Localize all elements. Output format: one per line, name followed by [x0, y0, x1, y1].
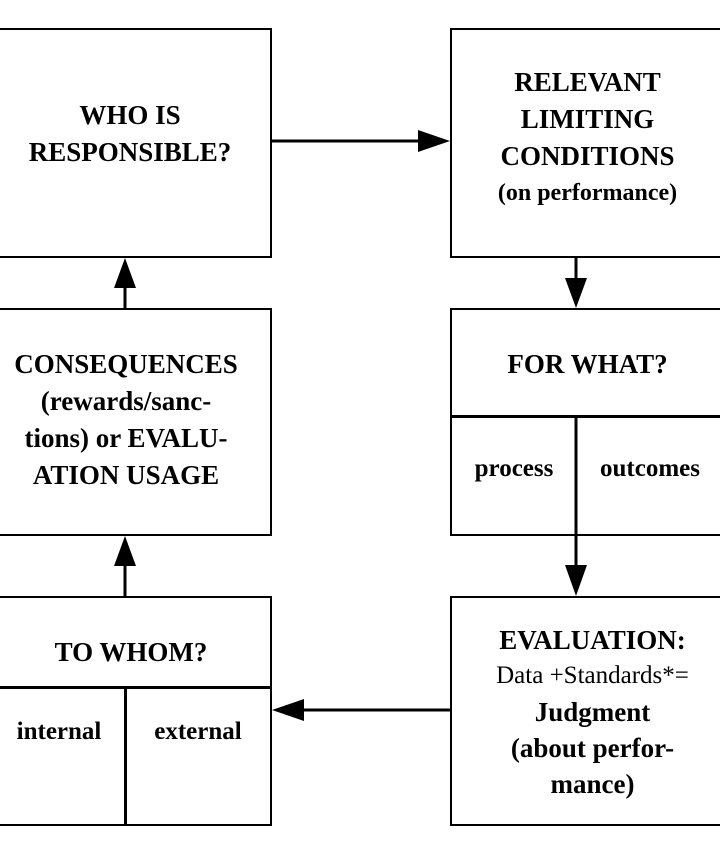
arrowhead-forwhat-to-evaluation: [565, 565, 587, 596]
arrowhead-consequences-to-who: [114, 258, 136, 288]
evaluation-box: [450, 596, 720, 826]
evaluation-label: EVALUATION: Data +Standards*= Judgment (…: [460, 622, 720, 802]
to-whom-divider-horizontal: [0, 686, 272, 689]
who-is-responsible-label: WHO IS RESPONSIBLE?: [0, 97, 260, 171]
consequences-label: CONSEQUENCES (rewards/sanc- tions) or EV…: [0, 346, 272, 494]
arrowhead-limiting-to-forwhat: [565, 278, 587, 308]
to-whom-internal: internal: [16, 718, 102, 745]
who-line-1: WHO IS: [79, 100, 181, 130]
limiting-conditions-box: [450, 28, 720, 258]
evaluation-line-2: Data +Standards*=: [496, 662, 689, 689]
limiting-conditions-label: RELEVANT LIMITING CONDITIONS (on perform…: [455, 64, 720, 212]
evaluation-line-5: mance): [550, 769, 635, 799]
to-whom-divider-vertical: [124, 686, 127, 826]
limiting-line-4: (on performance): [497, 180, 678, 206]
for-what-title: FOR WHAT?: [507, 349, 668, 379]
consequences-line-4: ATION USAGE: [32, 460, 220, 490]
who-line-2: RESPONSIBLE?: [28, 137, 232, 167]
who-is-responsible-box: [0, 28, 272, 258]
for-what-process: process: [474, 455, 554, 482]
to-whom-title: TO WHOM?: [54, 637, 208, 667]
consequences-line-1: CONSEQUENCES: [14, 349, 238, 379]
for-what-outcomes: outcomes: [600, 455, 700, 482]
limiting-line-1: RELEVANT: [514, 67, 661, 97]
limiting-line-2: LIMITING: [520, 104, 655, 134]
limiting-line-3: CONDITIONS: [500, 141, 675, 171]
consequences-box: [0, 308, 272, 536]
evaluation-line-4: (about perfor-: [510, 733, 675, 763]
to-whom-box: [0, 596, 272, 826]
arrowhead-towhom-to-consequences: [114, 536, 136, 566]
to-whom-external: external: [154, 718, 242, 745]
arrowhead-who-to-limiting: [418, 130, 450, 152]
for-what-box: [450, 308, 720, 536]
for-what-divider-horizontal: [450, 415, 720, 418]
consequences-line-3: tions) or EVALU-: [24, 423, 228, 453]
evaluation-line-1: EVALUATION:: [499, 625, 686, 655]
arrowhead-evaluation-to-towhom: [272, 699, 304, 721]
evaluation-line-3: Judgment: [534, 697, 651, 727]
consequences-line-2: (rewards/sanc-: [40, 386, 212, 416]
